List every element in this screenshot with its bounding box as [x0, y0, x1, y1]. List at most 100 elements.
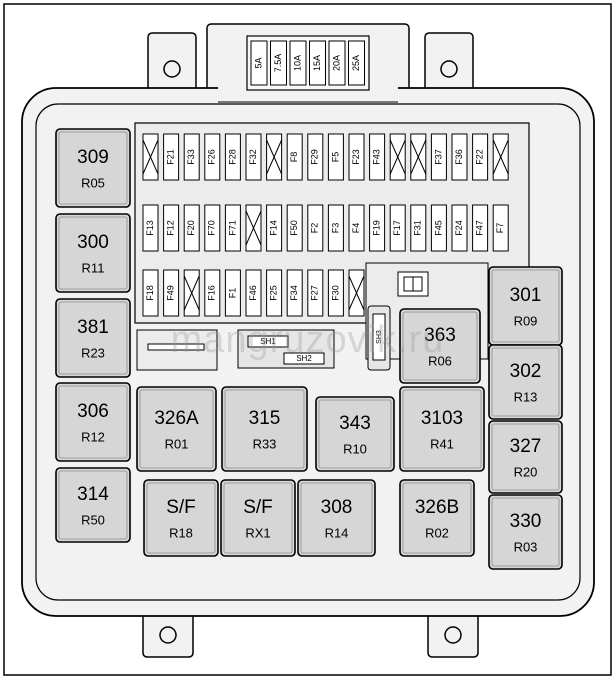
- fuse-slot: [224, 133, 241, 181]
- fuse-label: F32: [248, 149, 258, 165]
- fuse-label: F1: [227, 288, 237, 299]
- fuse-label: F23: [351, 149, 361, 165]
- shunt-sh2: [283, 352, 325, 365]
- relay-group: 309R05300R11381R23306R12314R50326AR01315…: [55, 128, 563, 570]
- empty-slot-mark: [492, 139, 509, 175]
- relay-inner-edge: [146, 482, 216, 554]
- connector-bar: [147, 343, 205, 351]
- fuse-slot: [430, 133, 447, 181]
- fuse-slot: [183, 204, 200, 252]
- relay-position: R01: [165, 436, 189, 451]
- fuse-label: F47: [474, 220, 484, 236]
- fuse-label: F27: [310, 285, 320, 301]
- fuse-slot: [451, 133, 468, 181]
- relay-inner-edge: [58, 385, 128, 459]
- relay-position: R41: [430, 436, 454, 451]
- fuse-label: F8: [289, 152, 299, 163]
- fuse-slot: [183, 133, 200, 181]
- fuse-label: F31: [413, 220, 423, 236]
- relay-inner-edge: [491, 347, 560, 417]
- fuse-slot: [369, 204, 386, 252]
- fuse-slot: [163, 204, 180, 252]
- fuse-label: F25: [268, 285, 278, 301]
- fuse-label: F36: [454, 149, 464, 165]
- relay-position: RX1: [245, 525, 270, 540]
- fuse-label: F7: [495, 223, 505, 234]
- relay-position: R11: [82, 260, 105, 275]
- fuse-label: F24: [454, 220, 464, 236]
- relay-position: R06: [428, 353, 452, 368]
- page-border: [3, 3, 612, 676]
- relay-code: 315: [249, 408, 281, 429]
- empty-slot-mark: [142, 139, 159, 175]
- fuse-slot: [307, 204, 324, 252]
- relay-position: R13: [514, 389, 538, 404]
- relay-code: 326A: [154, 408, 199, 429]
- fuse-label: F18: [145, 285, 155, 301]
- small-fuse: [372, 313, 386, 361]
- shunt-label: SH2: [296, 354, 312, 363]
- relay-body: [136, 386, 217, 472]
- fuse-slot: [348, 133, 365, 181]
- fuse-label: F16: [207, 285, 217, 301]
- spare-fuse: [270, 40, 287, 86]
- relay-body: [399, 479, 475, 557]
- fuse-slot: [492, 204, 509, 252]
- fuse-slot: [245, 133, 262, 181]
- relay-code: S/F: [166, 497, 196, 518]
- relay-inner-edge: [58, 470, 128, 540]
- relay-body: [55, 298, 131, 378]
- relay-inner-edge: [224, 389, 305, 469]
- relay-body: [55, 467, 131, 543]
- relay-body: [488, 344, 563, 420]
- fuse-slot: [327, 269, 344, 317]
- relay-body: [399, 386, 485, 472]
- fuse-label: F34: [289, 285, 299, 301]
- spare-fuse: [328, 40, 346, 86]
- fuse-slot: [307, 133, 324, 181]
- relay-body: [297, 479, 376, 557]
- relay-code: 301: [510, 285, 542, 306]
- relay-body: [55, 213, 131, 293]
- fuse-slot: [245, 269, 262, 317]
- relay-body: [55, 128, 131, 208]
- small-fuse-label: SH3: [376, 330, 383, 344]
- empty-slot-mark: [183, 275, 200, 311]
- mount-hole: [440, 60, 458, 78]
- relay-position: R10: [343, 441, 367, 456]
- fuse-slot: [307, 269, 324, 317]
- fuse-slot: [224, 204, 241, 252]
- fuse-slot: [286, 204, 303, 252]
- fuse-slot: [410, 204, 427, 252]
- mount-tab: [424, 32, 474, 96]
- fuse-slot: [348, 204, 365, 252]
- fuse-slot: [204, 204, 221, 252]
- fuse-label: F12: [165, 220, 175, 236]
- shunt-sh1: [247, 335, 289, 348]
- fuse-slot: [472, 133, 489, 181]
- relay-code: 363: [424, 325, 456, 346]
- fuse-slot: [327, 133, 344, 181]
- relay-code: 309: [77, 147, 109, 168]
- mount-hole: [163, 60, 181, 78]
- empty-slot-mark: [410, 139, 427, 175]
- spare-fuse-label: 10A: [292, 55, 302, 71]
- fuse-slot: [266, 204, 283, 252]
- fuse-label: F2: [310, 223, 320, 234]
- fuse-label: F33: [186, 149, 196, 165]
- relay-body: [221, 386, 308, 472]
- empty-slot-mark: [348, 275, 365, 311]
- spare-fuse-label: 7.5A: [273, 54, 283, 73]
- fuse-slot: [451, 204, 468, 252]
- fuse-label: F71: [227, 220, 237, 236]
